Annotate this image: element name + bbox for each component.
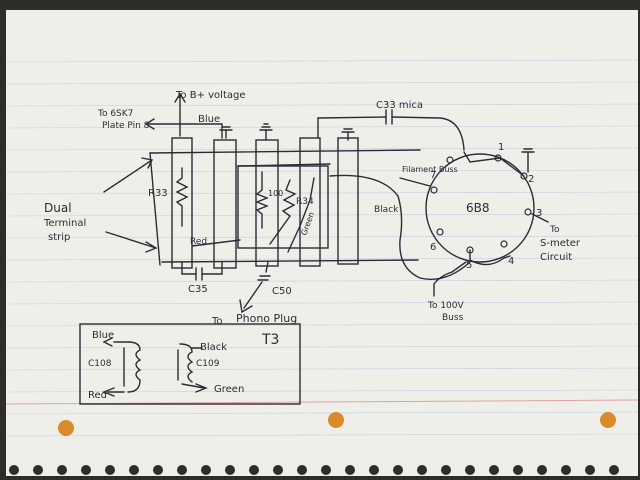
dual-arrow-2-head	[145, 241, 158, 253]
punch-holes	[58, 412, 616, 436]
to-100v-wire	[433, 261, 467, 297]
label-c109: C109	[196, 359, 220, 369]
blue-wire	[147, 123, 223, 139]
black-wire	[329, 174, 471, 280]
c35-wire-l	[181, 261, 197, 275]
label-phono-plug: Phono Plug	[236, 312, 297, 325]
label-tube-6b8: 6B8	[466, 201, 490, 215]
label-strip: strip	[48, 232, 70, 243]
c35-wire-r	[201, 261, 223, 275]
label-t3-red: Red	[88, 390, 107, 401]
bplus-arrow	[174, 92, 186, 103]
t3-green-arrow	[195, 383, 208, 393]
socket-wire-bottom	[469, 249, 511, 266]
label-buss: Buss	[442, 313, 464, 323]
red-wire	[191, 239, 241, 247]
label-red-mid: Red	[190, 237, 207, 247]
dual-arrow-1-head	[141, 157, 154, 169]
ink-drawing	[79, 92, 549, 405]
label-r34: R34	[296, 197, 314, 207]
dual-arrow-2	[105, 231, 157, 249]
spiral-binding	[9, 465, 619, 475]
label-to-100v: To 100V	[427, 301, 465, 311]
c109-coil	[179, 343, 194, 383]
label-t3-blue: Blue	[92, 330, 114, 341]
r33-resistor	[175, 167, 189, 227]
c33-wire-left	[317, 116, 387, 139]
label-res-100: 100	[268, 189, 283, 198]
label-c108: C108	[88, 359, 112, 369]
label-blue-top: Blue	[198, 114, 220, 125]
label-to-phono: To	[211, 316, 223, 327]
socket-wire-top	[463, 151, 525, 177]
label-smeter: S-meter	[540, 238, 581, 249]
label-t3: T3	[261, 332, 279, 348]
label-terminal: Terminal	[43, 218, 86, 229]
notebook-page	[6, 10, 638, 476]
filament-buss-wire	[399, 177, 431, 187]
label-pin7: 7	[430, 170, 436, 181]
label-t3-green: Green	[214, 384, 244, 395]
terminal-strip	[149, 137, 421, 269]
label-to-6sk7: To 6SK7	[97, 109, 133, 119]
label-pin6: 6	[430, 242, 436, 253]
label-r33: R33	[148, 188, 168, 199]
label-t3-black: Black	[200, 342, 227, 353]
label-pin2: 2	[528, 174, 534, 185]
s-meter-wire	[531, 213, 549, 223]
to-6sk7-arrow	[144, 118, 155, 130]
tube-socket	[425, 153, 535, 263]
c50-wire-bot	[243, 281, 263, 309]
phono-arrow	[239, 299, 253, 314]
ground-symbols	[219, 123, 535, 161]
label-bplus: To B+ voltage	[175, 90, 246, 101]
res-100-resistor	[255, 171, 269, 229]
label-to-smeter: To	[549, 225, 560, 235]
t3-red-arrow	[102, 387, 115, 397]
label-circuit: Circuit	[540, 252, 572, 263]
label-filament-buss: Filament Buss	[402, 165, 458, 174]
green-wire	[287, 177, 315, 253]
label-pin5: 5	[466, 260, 472, 271]
r34-resistor	[269, 179, 297, 245]
t3-green-wire	[181, 383, 205, 389]
label-dual: Dual	[44, 201, 72, 215]
t3-blue-arrow	[102, 337, 113, 347]
c50-wire-top	[265, 261, 269, 273]
t3-box	[79, 323, 301, 405]
c108-coil	[127, 341, 142, 393]
label-c35: C35	[188, 284, 208, 295]
c33-wire-right	[391, 116, 465, 151]
label-plate-pin8: Plate Pin 8	[102, 121, 150, 131]
dual-arrow-1	[103, 159, 153, 193]
label-pin4: 4	[508, 256, 514, 267]
label-pin1: 1	[498, 142, 504, 153]
label-c33-mica: C33 mica	[376, 100, 423, 111]
label-c50: C50	[272, 286, 292, 297]
label-pin3: 3	[536, 208, 542, 219]
label-black-mid: Black	[374, 205, 399, 215]
